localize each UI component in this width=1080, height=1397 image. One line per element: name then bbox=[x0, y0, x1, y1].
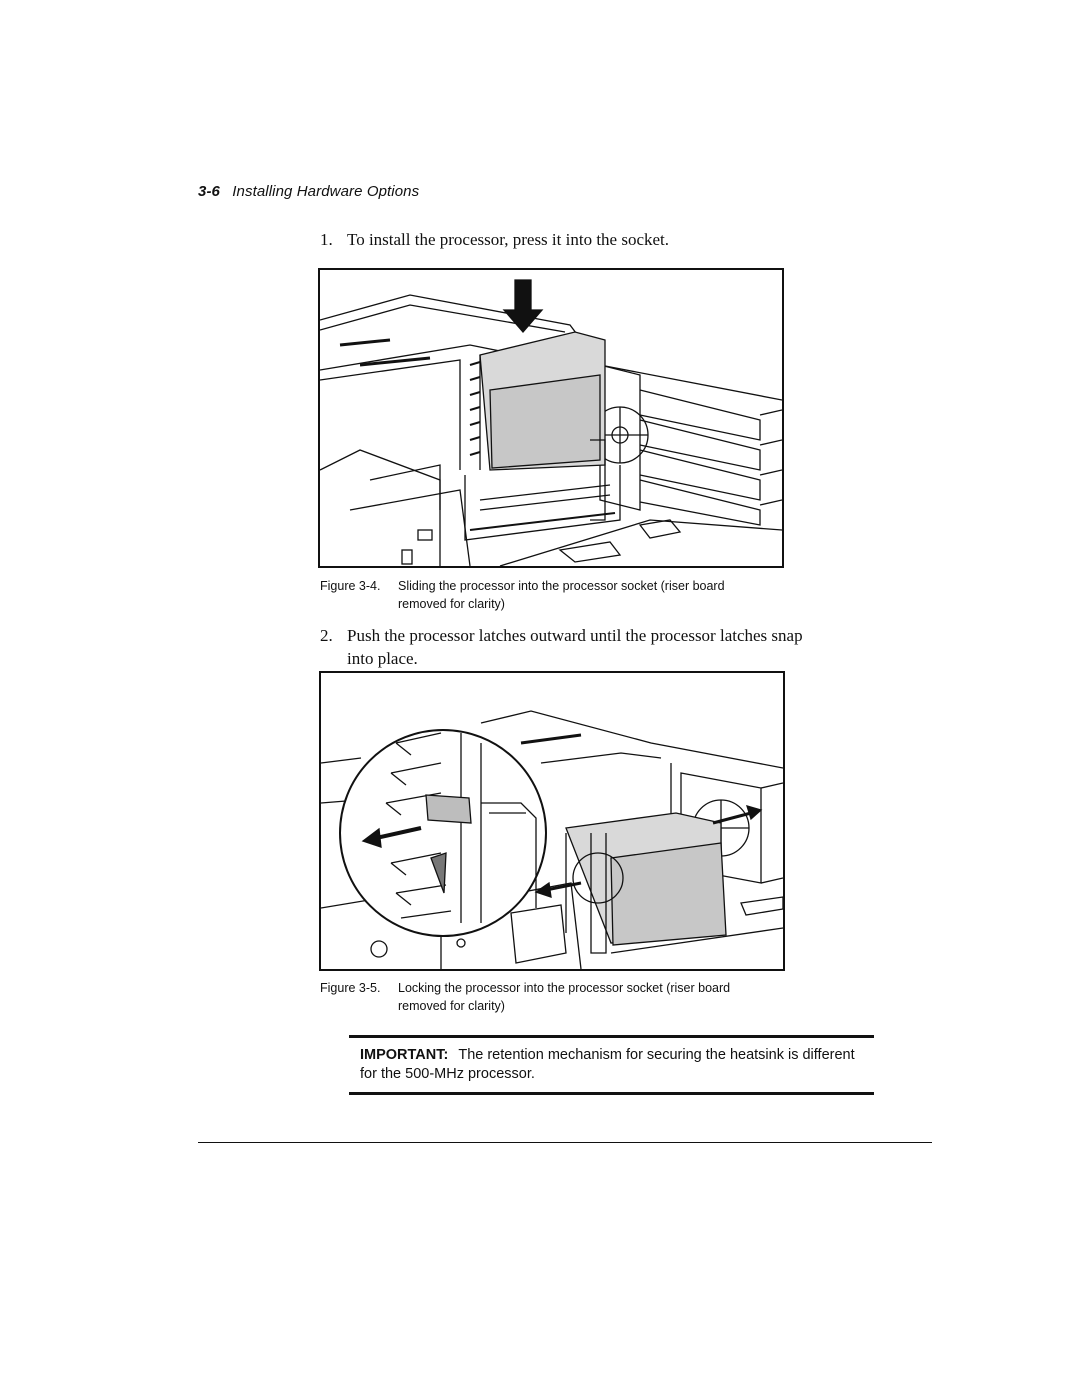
figure-caption-text: Locking the processor into the processor… bbox=[398, 981, 731, 1013]
figure-3-5-caption: Figure 3-5. Locking the processor into t… bbox=[320, 979, 780, 1017]
important-text: The retention mechanism for securing the… bbox=[360, 1047, 855, 1082]
step-number: 1. bbox=[320, 230, 333, 249]
step-text: Push the processor latches outward until… bbox=[347, 626, 803, 668]
page-header: 3-6 Installing Hardware Options bbox=[198, 183, 419, 200]
step-number: 2. bbox=[320, 626, 333, 645]
figure-3-4-illustration bbox=[318, 268, 784, 568]
page-number: 3-6 bbox=[198, 183, 220, 200]
figure-caption-text: Sliding the processor into the processor… bbox=[398, 579, 725, 611]
figure-label: Figure 3-4. bbox=[320, 579, 381, 593]
step-text: To install the processor, press it into … bbox=[347, 230, 670, 249]
important-keyword: IMPORTANT: bbox=[360, 1047, 449, 1063]
figure-label: Figure 3-5. bbox=[320, 981, 381, 995]
figure-3-5-illustration bbox=[319, 671, 785, 971]
step-2: 2. Push the processor latches outward un… bbox=[320, 624, 830, 672]
important-note: IMPORTANT:The retention mechanism for se… bbox=[349, 1035, 874, 1095]
chapter-title: Installing Hardware Options bbox=[232, 183, 420, 200]
footer-rule bbox=[198, 1142, 932, 1143]
figure-3-4-caption: Figure 3-4. Sliding the processor into t… bbox=[320, 577, 780, 615]
